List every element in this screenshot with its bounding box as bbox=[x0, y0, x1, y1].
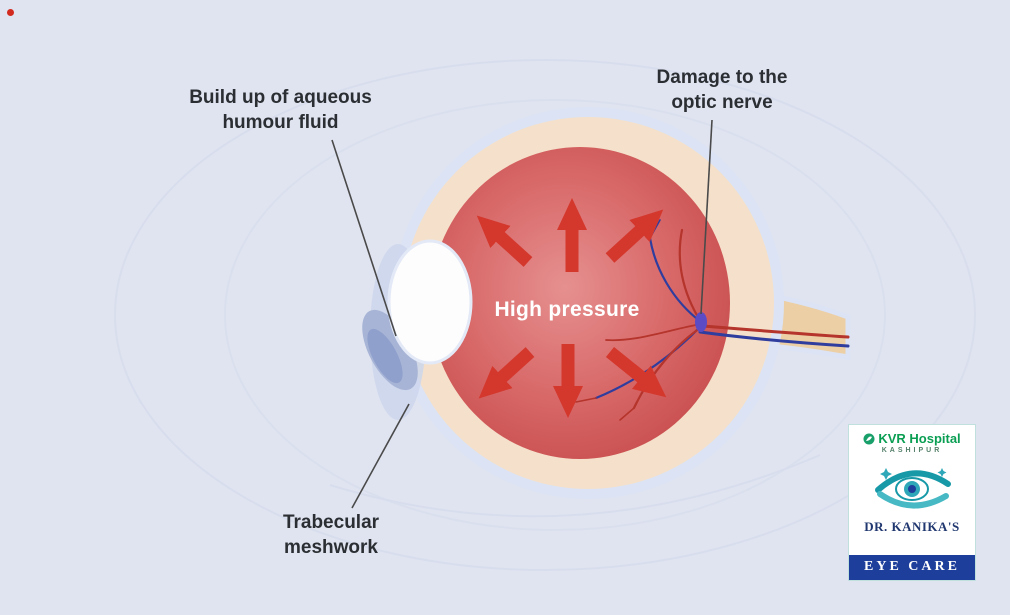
aqueous-leader-line bbox=[331, 139, 397, 337]
annotation-lines bbox=[331, 119, 713, 509]
doctor-name: DR. KANIKA'S bbox=[864, 519, 960, 534]
arrow-upper-left bbox=[476, 215, 533, 267]
trabecular-meshwork-shape bbox=[362, 309, 418, 391]
optic-nerve-label: Damage to the optic nerve bbox=[656, 67, 788, 113]
aqueous-humour-label: Build up of aqueous humour fluid bbox=[189, 87, 372, 133]
arrow-lower-right bbox=[605, 346, 667, 398]
background-eye-watermark bbox=[114, 59, 976, 571]
red-dot-marker bbox=[7, 9, 14, 16]
trabecular-meshwork-label: Trabecular meshwork bbox=[282, 512, 380, 558]
hospital-name-row: KVR Hospital bbox=[863, 431, 961, 446]
retinal-vessels bbox=[575, 219, 705, 421]
hospital-name: KVR Hospital bbox=[878, 431, 961, 446]
optic-nerve-vessels bbox=[698, 324, 850, 348]
pressure-arrows bbox=[476, 198, 667, 418]
optic-leader-line bbox=[700, 119, 713, 315]
kvr-hospital-icon bbox=[863, 433, 875, 444]
high-pressure-label: High pressure bbox=[494, 298, 640, 321]
eye-care-logo-icon bbox=[875, 468, 951, 509]
cornea bbox=[387, 239, 473, 365]
clinic-logo-card: KVR Hospital KASHIPUR DR. KANIKA'S EYE C… bbox=[848, 424, 976, 581]
optic-disc bbox=[695, 312, 707, 332]
trabecular-leader-line bbox=[351, 403, 410, 509]
arrow-lower-left bbox=[478, 347, 535, 399]
hospital-location: KASHIPUR bbox=[881, 447, 943, 454]
arrow-upper-right bbox=[605, 209, 664, 263]
eye-care-banner: EYE CARE bbox=[849, 555, 975, 580]
